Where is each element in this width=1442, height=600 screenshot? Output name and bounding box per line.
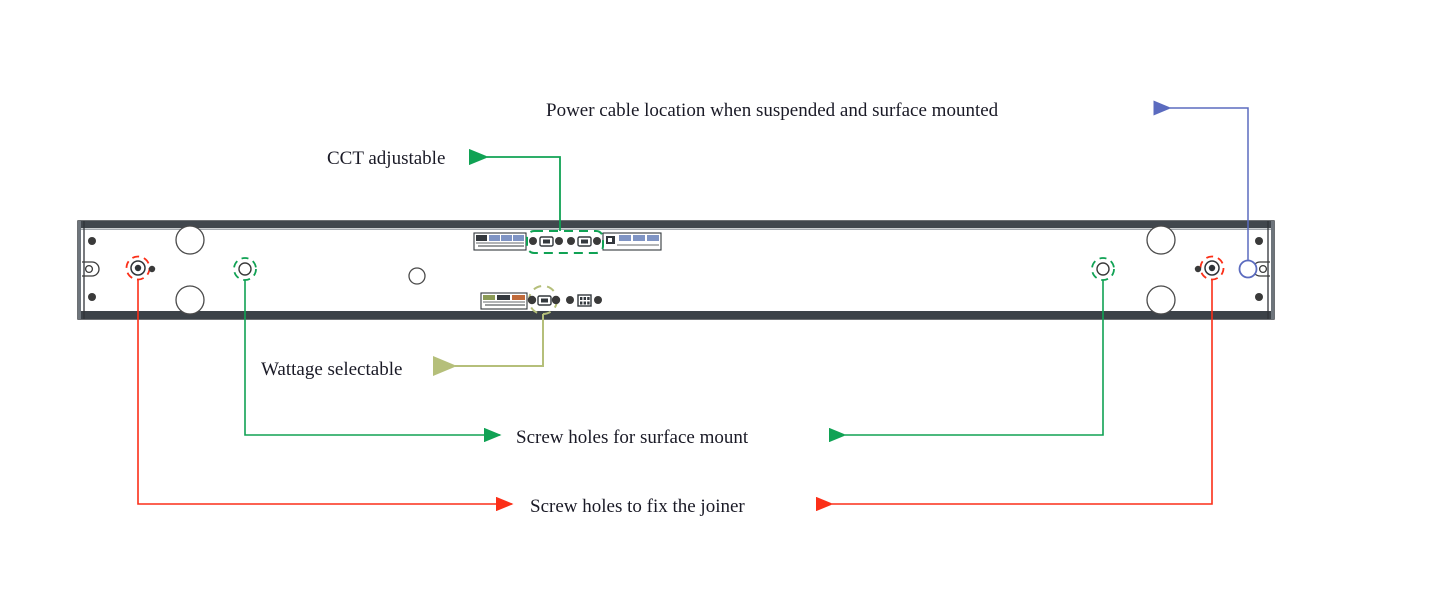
leader-surface-mount-left (244, 280, 502, 443)
leader-cct (469, 148, 561, 231)
large-hole (175, 285, 205, 315)
label-block-upper-left (473, 232, 527, 251)
right-edge-shade (1271, 221, 1274, 319)
leader-joiner-left (137, 280, 514, 512)
callout-label-wattage-selectable: Wattage selectable (261, 359, 403, 380)
large-hole (175, 225, 205, 255)
bottom-rail (78, 311, 1274, 319)
top-rail (78, 221, 1274, 228)
joiner-screw-holes (125, 255, 1225, 281)
callout-label-power-cable: Power cable location when suspended and … (546, 100, 999, 121)
label-block-lower-left (480, 292, 528, 310)
cct-switch-group (526, 230, 604, 254)
leader-surface-mount-right (829, 280, 1104, 443)
power-cable-hole (1238, 259, 1258, 279)
cct-highlight-outline (526, 230, 604, 254)
callout-label-screw-holes-surface-mount: Screw holes for surface mount (516, 427, 749, 448)
leader-wattage (433, 314, 544, 376)
luminaire-body (77, 220, 1275, 320)
dip-switch (566, 294, 602, 307)
top-highlight (80, 228, 1272, 230)
red-highlight-ring (1199, 255, 1225, 281)
callout-label-screw-holes-joiner: Screw holes to fix the joiner (530, 496, 745, 517)
callout-label-cct-adjustable: CCT adjustable (327, 148, 446, 169)
leader-power-cable (1153, 100, 1249, 260)
label-block-upper-right (602, 232, 662, 251)
end-studs (88, 237, 1263, 301)
large-hole (1146, 225, 1176, 255)
large-hole (1146, 285, 1176, 315)
small-hole (408, 267, 426, 285)
component-label-blocks (473, 232, 662, 310)
left-edge-shade (78, 221, 81, 319)
leader-joiner-right (816, 280, 1213, 512)
large-mounting-holes (175, 225, 1176, 315)
